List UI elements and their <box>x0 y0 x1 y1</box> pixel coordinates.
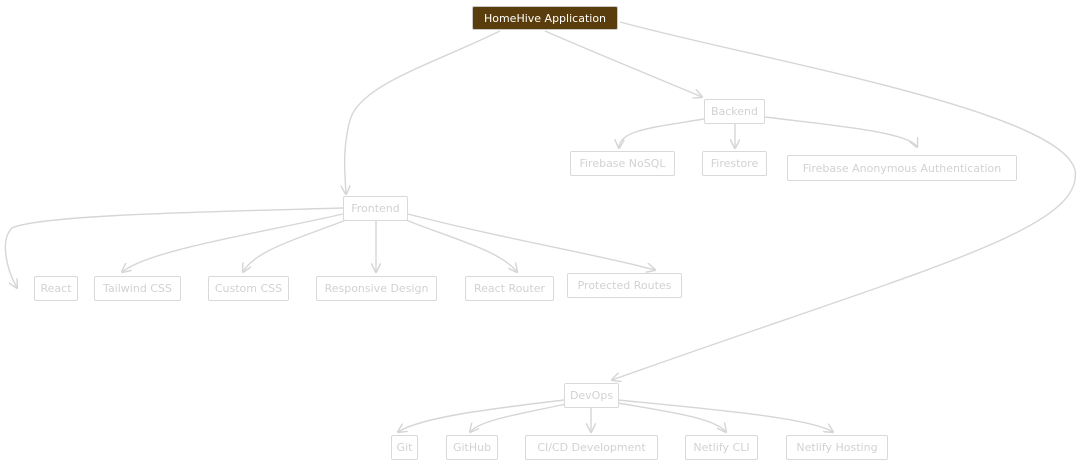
node-cicd-development[interactable]: CI/CD Development <box>525 435 658 460</box>
edge-root-devops <box>612 21 1077 380</box>
edge-devops-github <box>470 403 567 432</box>
node-firebase-nosql[interactable]: Firebase NoSQL <box>570 151 675 176</box>
root-node-homehive[interactable]: HomeHive Application <box>472 6 618 30</box>
node-react[interactable]: React <box>34 276 78 301</box>
node-responsive-design[interactable]: Responsive Design <box>316 276 437 301</box>
edge-frontend-tailwind <box>122 213 344 272</box>
edge-root-backend <box>544 30 702 97</box>
node-frontend[interactable]: Frontend <box>343 196 408 221</box>
edge-frontend-custom-css <box>243 219 347 272</box>
node-netlify-cli[interactable]: Netlify CLI <box>685 435 758 460</box>
node-devops[interactable]: DevOps <box>564 383 619 408</box>
edge-root-frontend <box>345 30 501 194</box>
node-netlify-hosting[interactable]: Netlify Hosting <box>786 435 888 460</box>
edge-backend-firebase-nosql <box>619 118 705 148</box>
node-firebase-anon-auth[interactable]: Firebase Anonymous Authentication <box>787 155 1017 181</box>
node-firestore[interactable]: Firestore <box>702 151 767 176</box>
node-react-router[interactable]: React Router <box>465 276 554 301</box>
node-git[interactable]: Git <box>391 435 418 460</box>
edge-frontend-protected-routes <box>407 213 655 270</box>
node-protected-routes[interactable]: Protected Routes <box>567 273 682 298</box>
edge-devops-netlify-hosting <box>617 399 833 432</box>
node-github[interactable]: GitHub <box>446 435 498 460</box>
edge-devops-netlify-cli <box>617 402 726 432</box>
edge-frontend-react <box>4 207 344 288</box>
edge-frontend-react-router <box>405 219 517 272</box>
node-custom-css[interactable]: Custom CSS <box>208 276 289 301</box>
edge-devops-git <box>398 399 565 432</box>
node-tailwind-css[interactable]: Tailwind CSS <box>94 276 181 301</box>
node-backend[interactable]: Backend <box>704 99 765 124</box>
edge-backend-anon-auth <box>764 116 917 147</box>
